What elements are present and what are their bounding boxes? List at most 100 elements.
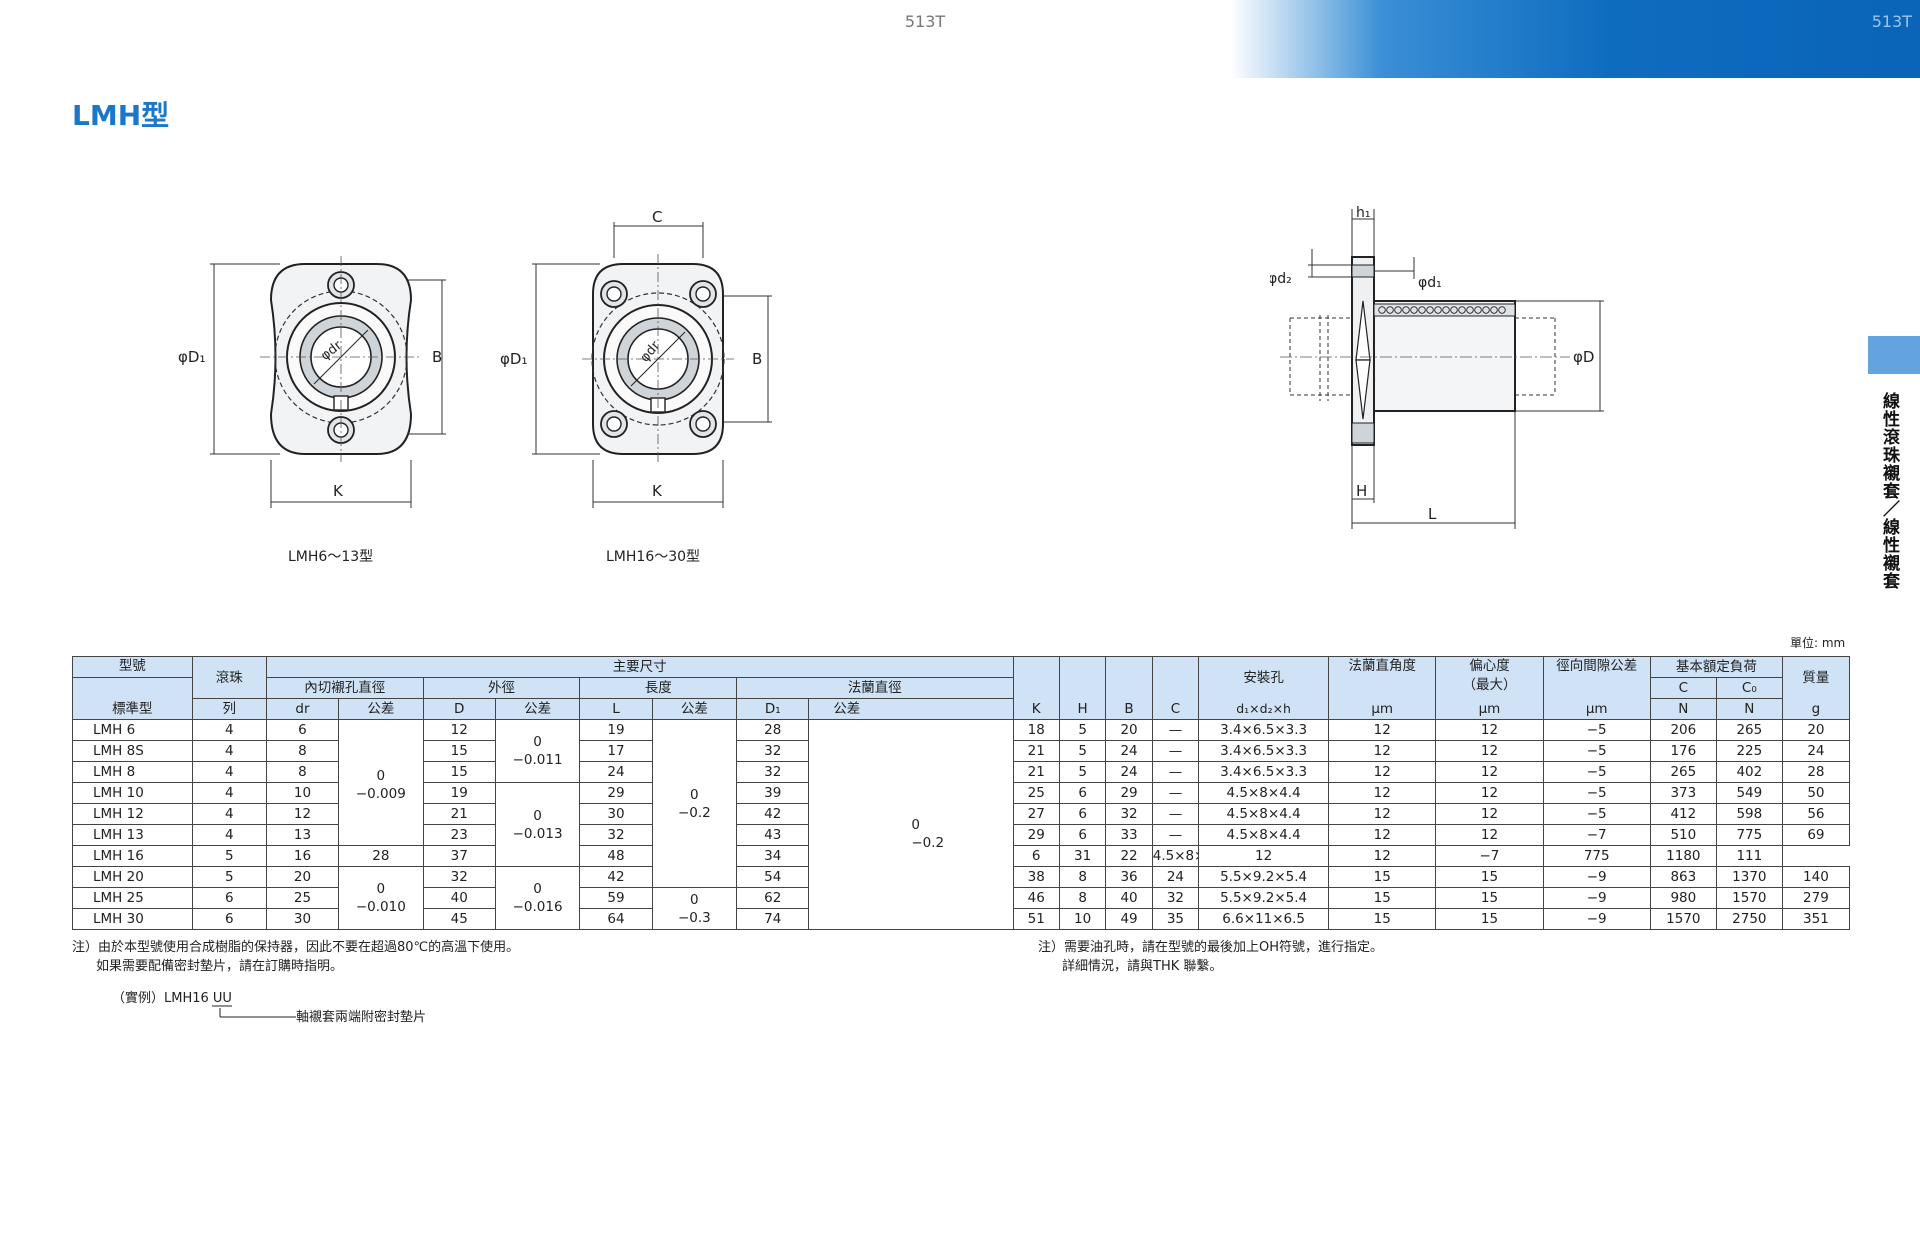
cell-D-tol: 0−0.011	[494, 719, 581, 783]
cell-K: 18	[1012, 719, 1060, 741]
cell-D1: 42	[736, 803, 810, 825]
cell-B: 24	[1105, 740, 1153, 762]
header-c-load: C	[1649, 677, 1717, 699]
cell-load-c0: 549	[1715, 782, 1783, 804]
header-main-dims: 主要尺寸	[265, 656, 1014, 678]
cell-H: 8	[1058, 887, 1107, 909]
label-b: B	[432, 348, 442, 366]
label-d1: φD₁	[500, 350, 527, 368]
header-H: H	[1058, 698, 1107, 720]
header-load: 基本額定負荷	[1649, 656, 1783, 678]
spec-table: 型號 滾珠 主要尺寸 安裝孔 法蘭直角度 偏心度（最大） 徑向間隙公差 基本額定…	[72, 656, 1851, 930]
cell-mass: 50	[1781, 782, 1851, 804]
note-left-1: 注）由於本型號使用合成樹脂的保持器，因此不要在超過80℃的高溫下使用。	[72, 940, 520, 955]
cell-model: LMH 8	[72, 761, 193, 783]
cell-D: 45	[422, 908, 496, 930]
cell-perp: 12	[1328, 782, 1437, 804]
cell-L: 59	[579, 887, 653, 909]
label-k: K	[652, 482, 663, 500]
label-k: K	[333, 482, 344, 500]
cell-ecc: 12	[1435, 740, 1544, 762]
header-rows: 列	[191, 698, 267, 720]
cell-mass: 28	[1781, 761, 1851, 783]
cell-K: 21	[1012, 761, 1060, 783]
cell-C: —	[1151, 761, 1200, 783]
cell-ecc: 15	[1435, 887, 1544, 909]
cell-mass: 69	[1781, 824, 1851, 846]
cell-H: 5	[1058, 719, 1107, 741]
label-d2: φd₂	[1270, 271, 1292, 287]
cell-L-tol: 0−0.2	[651, 719, 738, 888]
cell-model: LMH 6	[72, 719, 193, 741]
header-mount: 安裝孔	[1198, 656, 1330, 699]
cell-clearance: −5	[1542, 782, 1651, 804]
cell-mass: 140	[1781, 866, 1851, 888]
cell-load-c: 373	[1649, 782, 1717, 804]
cell-D: 23	[422, 824, 496, 846]
cell-H: 6	[1012, 845, 1060, 867]
cell-clearance: −5	[1542, 719, 1651, 741]
cell-perp: 12	[1328, 824, 1437, 846]
note-right-1: 注）需要油孔時，請在型號的最後加上OH符號，進行指定。	[1038, 940, 1384, 955]
label-b: B	[752, 350, 762, 368]
cell-H: 10	[1058, 908, 1107, 930]
header-inscribed: 內切襯孔直徑	[265, 677, 424, 699]
cell-model: LMH 20	[72, 866, 193, 888]
label-d1: φd₁	[1418, 275, 1442, 291]
drawing-side: h₁ φd₂ φd₁ φD H L	[1270, 205, 1604, 529]
header-perp-unit: μm	[1328, 698, 1437, 720]
cell-model: LMH 25	[72, 887, 193, 909]
cell-L: 37	[422, 845, 496, 867]
cell-D: 28	[338, 845, 424, 867]
cell-clearance: −7	[1542, 824, 1651, 846]
cell-model: LMH 10	[72, 782, 193, 804]
cell-perp: 15	[1328, 887, 1437, 909]
cell-load-c: 206	[1649, 719, 1717, 741]
cell-model: LMH 13	[72, 824, 193, 846]
example-label: （實例）LMH16 UU	[112, 991, 232, 1006]
cell-D1: 48	[579, 845, 653, 867]
cell-L: 30	[579, 803, 653, 825]
cell-clearance: −9	[1542, 908, 1651, 930]
cell-balls: 4	[191, 824, 267, 846]
header-c-unit: N	[1649, 698, 1717, 720]
cell-balls: 5	[191, 845, 267, 867]
cell-K: 29	[1012, 824, 1060, 846]
cell-C: 35	[1151, 908, 1200, 930]
cell-balls: 6	[191, 887, 267, 909]
cell-dr: 25	[265, 887, 340, 909]
header-model: 型號	[72, 656, 193, 678]
header-ecc-unit: μm	[1435, 698, 1544, 720]
label-h: H	[1356, 482, 1367, 500]
cell-load-c0: 2750	[1715, 908, 1783, 930]
cell-D: 40	[422, 887, 496, 909]
header-L-tol: 公差	[651, 698, 738, 720]
cell-D1: 43	[736, 824, 810, 846]
cell-clearance: −5	[1542, 740, 1651, 762]
cell-mount: 4.5×8×4.4	[1151, 845, 1200, 867]
header-balls: 滾珠	[191, 656, 267, 699]
cell-dr: 8	[265, 740, 340, 762]
label-d: φD	[1573, 348, 1594, 366]
cell-mass: 111	[1715, 845, 1783, 867]
cell-D: 12	[422, 719, 496, 741]
cell-B: 36	[1105, 866, 1153, 888]
cell-K: 25	[1012, 782, 1060, 804]
cell-C: —	[1151, 803, 1200, 825]
cell-load-c0: 265	[1715, 719, 1783, 741]
cell-mount: 4.5×8×4.4	[1198, 782, 1330, 804]
header-clear-unit: μm	[1542, 698, 1651, 720]
label-l: L	[1428, 505, 1437, 523]
header-c0-unit: N	[1715, 698, 1783, 720]
cell-load-c: 265	[1649, 761, 1717, 783]
cell-C: —	[1151, 782, 1200, 804]
cell-L: 42	[579, 866, 653, 888]
example-desc: 軸襯套兩端附密封墊片	[296, 1010, 427, 1025]
page-number: 513T	[904, 12, 946, 31]
cell-dr: 16	[265, 845, 340, 867]
